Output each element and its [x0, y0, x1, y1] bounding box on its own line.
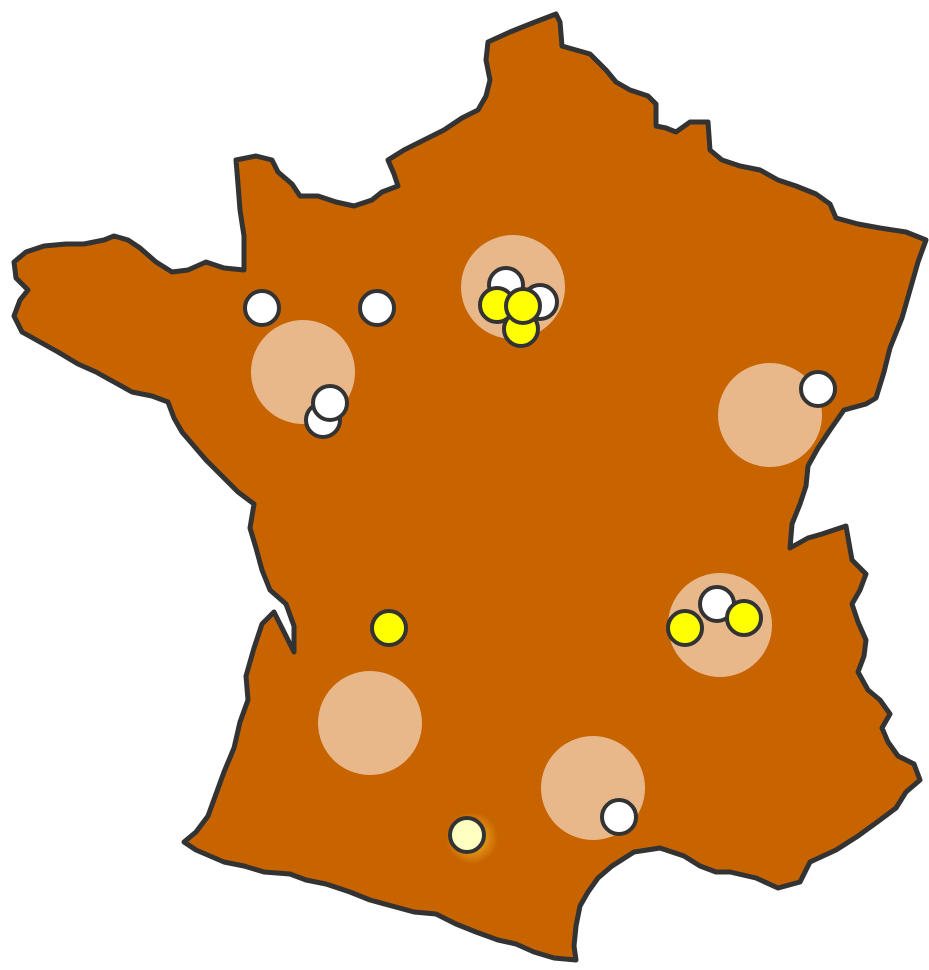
marker-rennes-1[interactable] [311, 384, 349, 422]
marker-strasbourg[interactable] [799, 370, 837, 408]
markers-layer [243, 266, 837, 864]
marker-montpellier[interactable] [600, 798, 638, 836]
marker-brest[interactable] [243, 289, 281, 327]
zone-nancy [718, 363, 822, 467]
zone-lyon [668, 573, 772, 677]
marker-paris-yellow-2[interactable] [504, 287, 542, 325]
zone-bordeaux [318, 671, 422, 775]
marker-lyon-yellow-2[interactable] [725, 599, 763, 637]
marker-toulouse[interactable] [448, 816, 486, 854]
marker-limoges[interactable] [370, 609, 408, 647]
marker-caen[interactable] [358, 289, 396, 327]
marker-lyon-yellow-1[interactable] [666, 609, 704, 647]
france-landmass [11, 11, 929, 963]
